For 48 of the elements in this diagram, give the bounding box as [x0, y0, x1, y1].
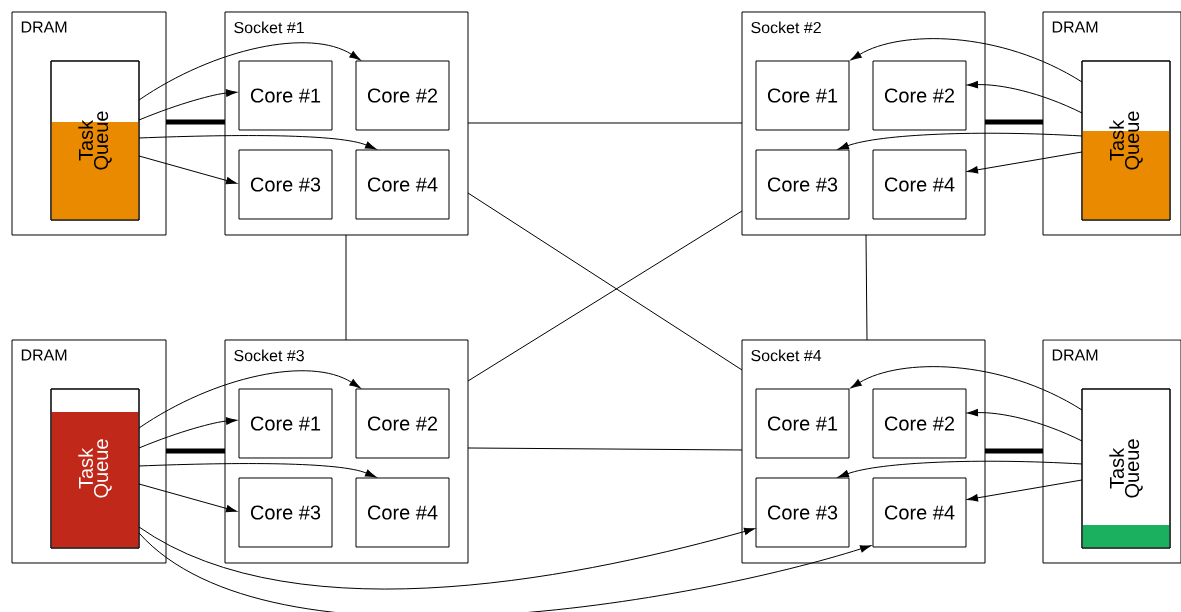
arrow	[837, 460, 1083, 478]
core-box: Core #3	[238, 149, 333, 220]
core-box: Core #2	[872, 388, 967, 459]
core-box: Core #4	[872, 477, 967, 548]
core-box: Core #4	[355, 149, 450, 220]
link-line	[166, 448, 225, 454]
link-line	[467, 210, 743, 382]
core-box: Core #4	[872, 149, 967, 220]
link-line	[345, 234, 347, 341]
link-line	[467, 192, 743, 371]
link-line	[467, 447, 743, 451]
arrow	[850, 366, 1083, 411]
core-box: Core #1	[755, 388, 850, 459]
core-box: Core #1	[238, 388, 333, 459]
link-line	[166, 119, 225, 125]
core-box: Core #2	[355, 60, 450, 131]
arrow	[138, 89, 238, 121]
link-line	[467, 122, 743, 124]
core-box: Core #3	[755, 149, 850, 220]
task-queue-box: Task Queue	[1081, 60, 1171, 221]
arrow	[138, 135, 377, 150]
core-box: Core #3	[755, 477, 850, 548]
arrow	[850, 38, 1083, 83]
arrow	[837, 132, 1083, 150]
core-box: Core #3	[238, 477, 333, 548]
arrow	[967, 408, 1083, 442]
core-box: Core #2	[355, 388, 450, 459]
arrow	[138, 526, 756, 590]
arrow	[138, 42, 361, 101]
arrow	[138, 483, 238, 513]
task-queue-box: Task Queue	[50, 60, 140, 221]
link-line	[985, 448, 1043, 454]
arrow	[138, 155, 238, 185]
arrow	[966, 479, 1083, 502]
arrow	[138, 417, 238, 449]
link-line	[985, 119, 1043, 125]
core-box: Core #1	[755, 60, 850, 131]
link-line	[865, 234, 868, 341]
arrow	[966, 151, 1083, 174]
core-box: Core #1	[238, 60, 333, 131]
arrow	[138, 370, 361, 429]
arrow	[967, 80, 1083, 114]
core-box: Core #2	[872, 60, 967, 131]
arrow	[138, 532, 872, 612]
arrow	[138, 463, 377, 478]
core-box: Core #4	[355, 477, 450, 548]
task-queue-box: Task Queue	[1081, 388, 1171, 549]
task-queue-box: Task Queue	[50, 388, 140, 549]
